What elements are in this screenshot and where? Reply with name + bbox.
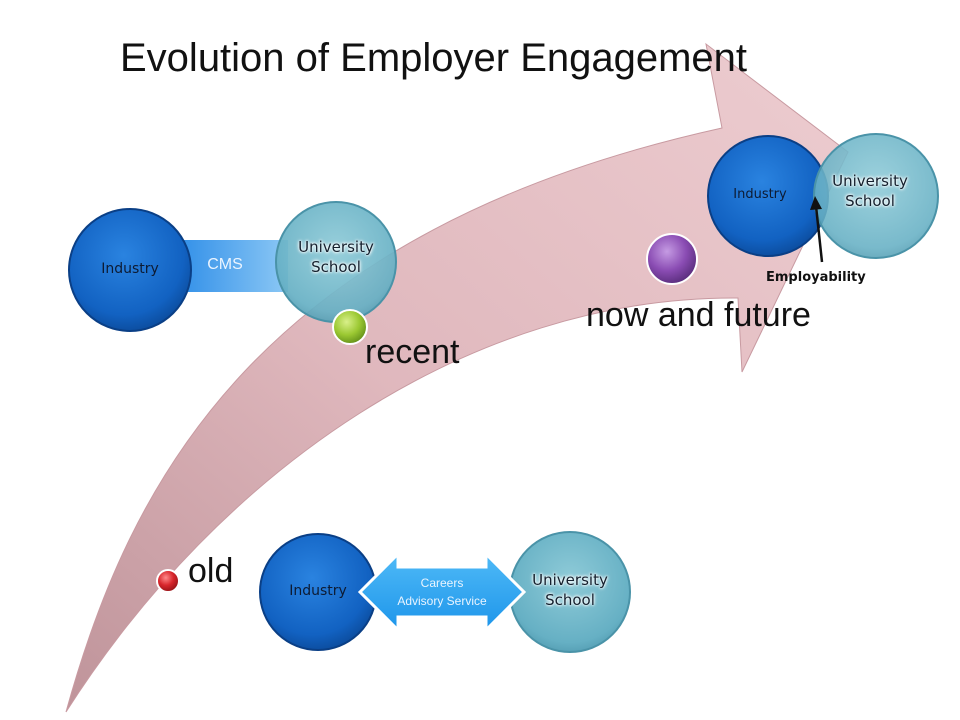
university-label-now-line2: School [845, 192, 895, 210]
careers-label-line2: Advisory Service [397, 594, 487, 608]
stage-dot-old [156, 569, 180, 593]
industry-circle-recent [68, 208, 192, 332]
university-label-recent-line2: School [311, 258, 361, 276]
industry-label-recent: Industry [101, 261, 159, 277]
university-label-recent-line1: University [298, 238, 374, 256]
industry-label-now: Industry [733, 187, 787, 202]
page-title: Evolution of Employer Engagement [120, 36, 748, 80]
careers-advisory-connector-overlay [357, 550, 527, 634]
evolution-arrow [65, 42, 849, 713]
university-label-old-line2: School [545, 591, 595, 609]
cms-connector [176, 240, 288, 292]
university-label-now-line1: University [832, 172, 908, 190]
stage-label-recent: recent [365, 333, 460, 371]
employability-arrowhead [810, 196, 822, 210]
university-label-old-line1: University [532, 571, 608, 589]
stage-label-old: old [188, 552, 234, 590]
cms-label: CMS [207, 256, 243, 273]
employability-arrow [814, 205, 824, 263]
university-circle-now [813, 133, 939, 259]
careers-label-line1: Careers [420, 576, 464, 590]
stage-dot-now [646, 233, 698, 285]
employability-label: Employability [766, 270, 866, 285]
industry-label-old: Industry [289, 583, 347, 599]
stage-dot-recent [332, 309, 368, 345]
stage-label-now: now and future [586, 296, 811, 334]
